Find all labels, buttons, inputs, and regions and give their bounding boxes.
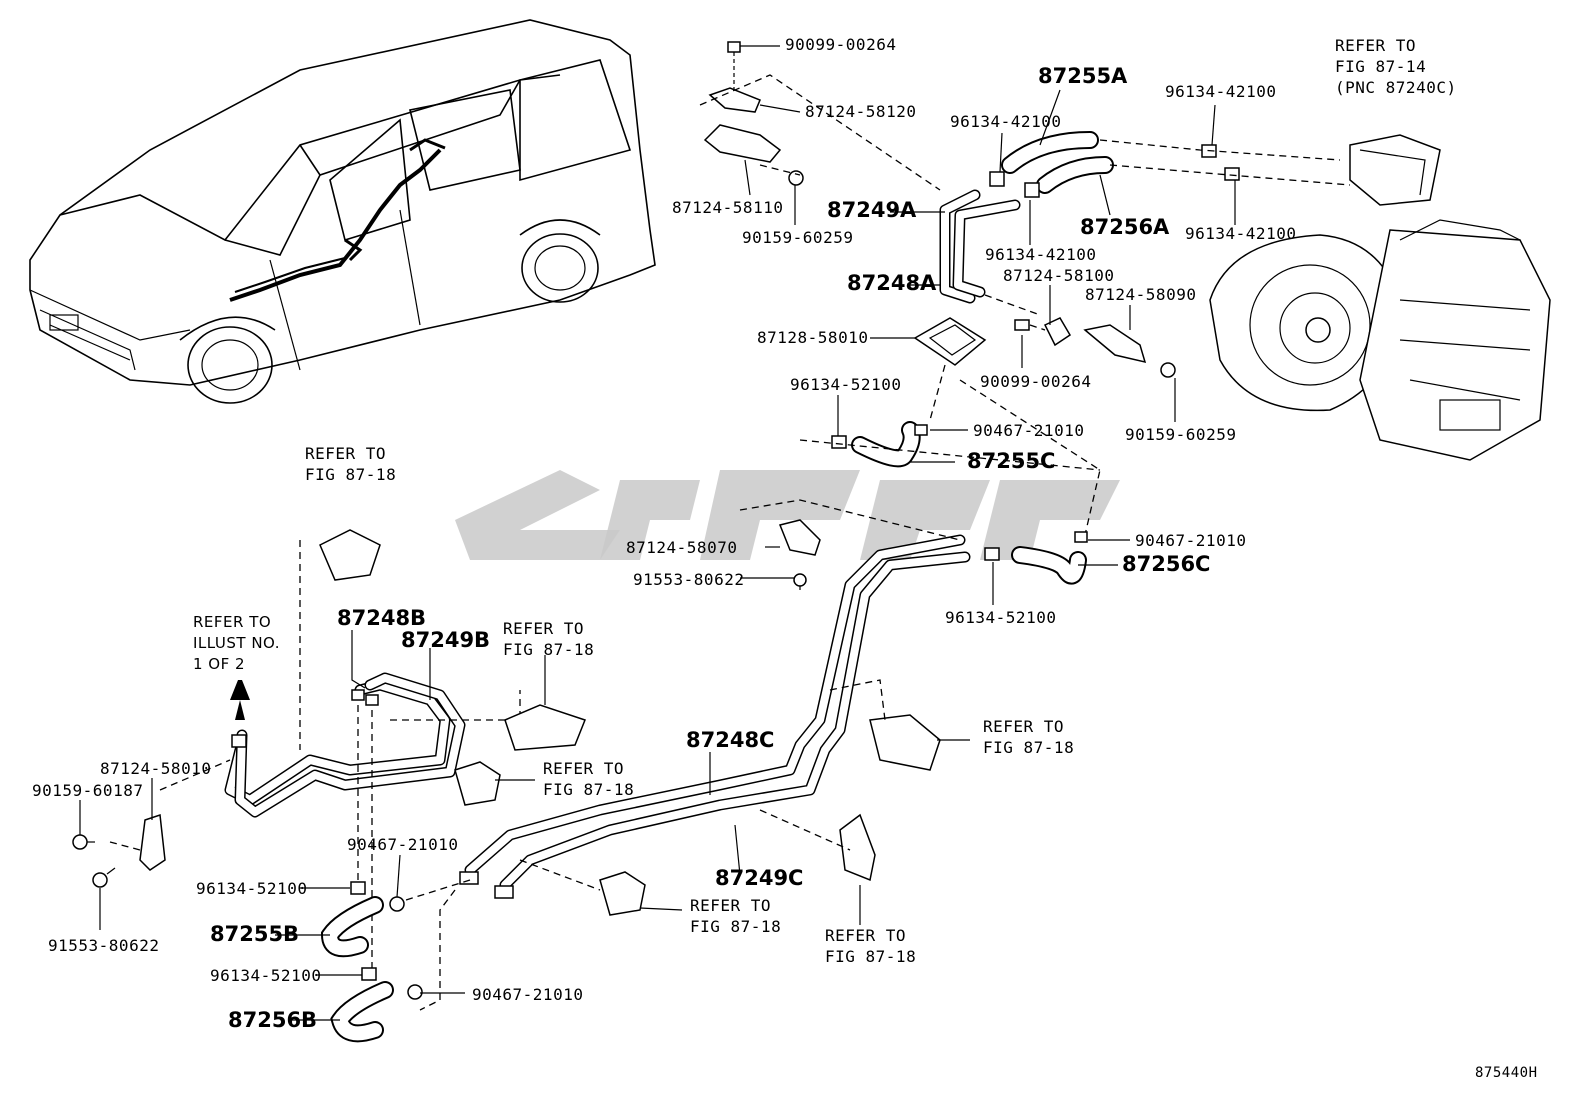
part-label-87248B: 87248B (337, 606, 427, 630)
part-label-90099-00264: 90099-00264 (980, 372, 1092, 391)
part-label-90099-00264: 90099-00264 (785, 35, 897, 54)
part-label-96134-42100: 96134-42100 (950, 112, 1062, 131)
refer-note-fig-87-18: REFER TO FIG 87-18 (305, 444, 397, 484)
part-label-91553-80622: 91553-80622 (633, 570, 745, 589)
refer-note-fig-87-18: REFER TO FIG 87-18 (503, 619, 595, 659)
refer-note-fig-87-18: REFER TO FIG 87-18 (825, 926, 917, 966)
part-label-90159-60259: 90159-60259 (742, 228, 854, 247)
part-label-91553-80622: 91553-80622 (48, 936, 160, 955)
part-label-87124-58110: 87124-58110 (672, 198, 784, 217)
part-label-87249C: 87249C (715, 866, 804, 890)
part-label-87248A: 87248A (847, 271, 937, 295)
clip-refer-fig-87-18 (319, 529, 941, 916)
illustration-code: 875440H (1475, 1065, 1538, 1081)
part-label-96134-52100: 96134-52100 (196, 879, 308, 898)
part-label-87128-58010: 87128-58010 (757, 328, 869, 347)
hose-87255B-87256B (320, 881, 423, 1043)
part-label-87255C: 87255C (967, 449, 1056, 473)
clamp-87124-58070 (778, 519, 821, 590)
part-label-96134-52100: 96134-52100 (945, 608, 1057, 627)
part-label-90467-21010: 90467-21010 (472, 985, 584, 1004)
part-label-87124-58100: 87124-58100 (1003, 266, 1115, 285)
refer-note-fig-87-18: REFER TO FIG 87-18 (983, 717, 1075, 757)
refer-note-fig-87-14: REFER TO FIG 87-14 (PNC 87240C) (1335, 36, 1457, 97)
hose-87255C (799, 421, 1101, 471)
part-label-87124-58120: 87124-58120 (805, 102, 917, 121)
watermark-logo (455, 470, 1120, 560)
pipe-87248C-87249C (389, 499, 971, 1011)
part-label-90467-21010: 90467-21010 (1135, 531, 1247, 550)
pipe-87248B-87249B (224, 540, 521, 970)
refer-note-fig-87-18: REFER TO FIG 87-18 (543, 759, 635, 799)
part-label-96134-42100: 96134-42100 (1185, 224, 1297, 243)
part-label-96134-42100: 96134-42100 (1165, 82, 1277, 101)
part-label-87255A: 87255A (1038, 64, 1128, 88)
leader-lines (79, 45, 1236, 1021)
part-label-87124-58070: 87124-58070 (626, 538, 738, 557)
hose-87256C (984, 531, 1088, 585)
pipe-87248A-87249A (913, 189, 1101, 536)
part-label-90159-60187: 90159-60187 (32, 781, 144, 800)
refer-note-fig-87-18: REFER TO FIG 87-18 (690, 896, 782, 936)
part-label-87248C: 87248C (686, 728, 775, 752)
part-label-87124-58090: 87124-58090 (1085, 285, 1197, 304)
heater-unit (1209, 134, 1551, 461)
part-label-87255B: 87255B (210, 922, 300, 946)
bracket-group-top (699, 41, 941, 191)
part-label-87249A: 87249A (827, 198, 917, 222)
part-label-96134-42100: 96134-42100 (985, 245, 1097, 264)
van-illustration (29, 19, 656, 404)
part-label-87124-58010: 87124-58010 (100, 759, 212, 778)
part-label-87256B: 87256B (228, 1008, 318, 1032)
clip-group-right (1014, 317, 1176, 378)
part-label-96134-52100: 96134-52100 (790, 375, 902, 394)
part-label-90159-60259: 90159-60259 (1125, 425, 1237, 444)
part-label-87249B: 87249B (401, 628, 491, 652)
hose-87255A-87256A (989, 131, 1351, 198)
part-label-87256C: 87256C (1122, 552, 1211, 576)
refer-note-illust: REFER TO ILLUST NO. 1 OF 2 (193, 613, 281, 673)
part-label-90467-21010: 90467-21010 (347, 835, 459, 854)
part-label-87256A: 87256A (1080, 215, 1170, 239)
bolt-group-left (72, 759, 231, 888)
part-label-96134-52100: 96134-52100 (210, 966, 322, 985)
part-label-90467-21010: 90467-21010 (973, 421, 1085, 440)
